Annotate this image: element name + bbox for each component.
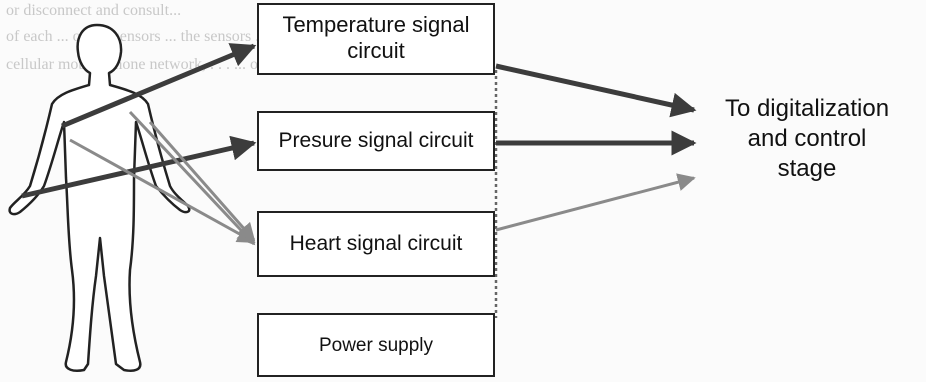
arrow-torso-to-heart [130, 112, 254, 244]
arrow-temperature-output [496, 66, 694, 110]
heart-circuit-label: Heart signal circuit [258, 231, 494, 257]
destination-label-line-2: and control [690, 124, 924, 154]
pressure-circuit-label: Presure signal circuit [258, 128, 494, 154]
temperature-circuit-label-line-2: circuit [258, 38, 494, 64]
temperature-circuit-label-line-1: Temperature signal [258, 12, 494, 38]
destination-label-line-3: stage [690, 154, 924, 184]
human-figure-outline [10, 25, 190, 371]
destination-label: To digitalization and control stage [690, 94, 924, 184]
arrow-heart-output [496, 178, 694, 230]
power-supply-label: Power supply [258, 333, 494, 359]
arrow-arm-to-pressure [22, 143, 254, 196]
destination-label-line-1: To digitalization [690, 94, 924, 124]
temperature-circuit-label: Temperature signal circuit [258, 12, 494, 64]
